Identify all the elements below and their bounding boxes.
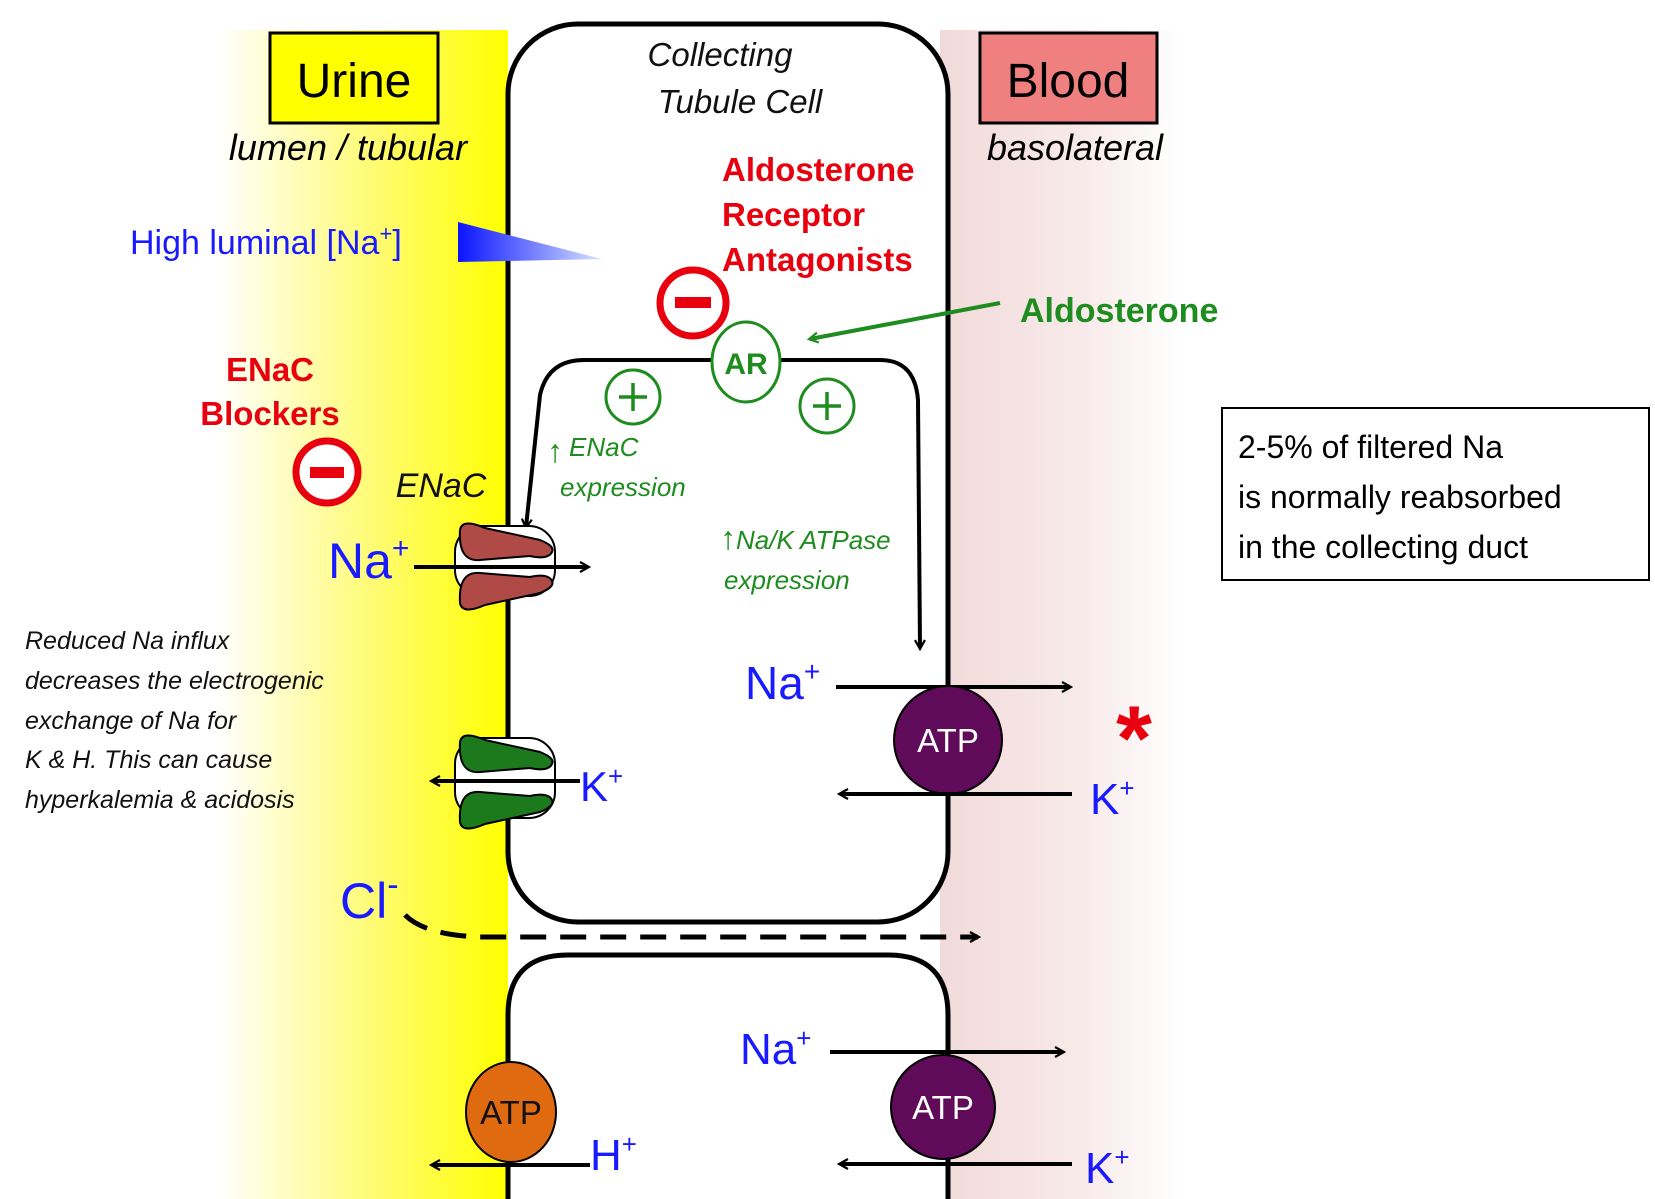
enac-channel bbox=[454, 522, 556, 611]
ara-minus-bar bbox=[675, 297, 711, 308]
aldosterone-receptor bbox=[710, 320, 782, 404]
enac-blockers-line1: ENaC bbox=[226, 351, 314, 388]
ar-to-enac-path bbox=[526, 358, 712, 527]
blood-region bbox=[940, 30, 1180, 1199]
info-box bbox=[1221, 407, 1650, 581]
blood-label: Blood bbox=[1007, 55, 1130, 108]
atpase-expression-arrow: ↑ bbox=[720, 520, 736, 556]
info-box-line3: in the collecting duct bbox=[1238, 529, 1528, 565]
urine-sublabel: lumen / tubular bbox=[229, 127, 469, 168]
enac-channel-label: ENaC bbox=[396, 467, 487, 505]
cell-title-line1: Collecting bbox=[648, 36, 794, 73]
na-entry-label: Na+ bbox=[328, 532, 409, 589]
asterisk-marker: * bbox=[1116, 688, 1152, 790]
lower-atpase-label: ATP bbox=[912, 1089, 974, 1126]
blood-sublabel: basolateral bbox=[987, 127, 1164, 168]
high-luminal-na-label: High luminal [Na+] bbox=[130, 221, 402, 262]
cl-label: Cl- bbox=[340, 866, 399, 929]
atpase-expression-line1: Na/K ATPase bbox=[736, 525, 891, 555]
aldosterone-arrow bbox=[810, 301, 1001, 339]
lower-k-label: K+ bbox=[1085, 1142, 1130, 1193]
ar-label: AR bbox=[724, 348, 768, 381]
ara-line3: Antagonists bbox=[722, 241, 913, 278]
urine-label: Urine bbox=[297, 55, 412, 108]
side-note-line5: hyperkalemia & acidosis bbox=[25, 786, 295, 814]
lower-na-k-atpase-pump bbox=[890, 1054, 996, 1160]
collecting-tubule-cell bbox=[505, 21, 951, 925]
enac-blockers-line2: Blockers bbox=[200, 395, 339, 432]
side-note-line2: decreases the electrogenic bbox=[25, 667, 324, 695]
ara-line1: Aldosterone bbox=[722, 151, 915, 188]
lower-na-label: Na+ bbox=[740, 1023, 811, 1074]
enac-expression-line2: expression bbox=[560, 472, 686, 502]
cl-paracellular-arrow bbox=[403, 913, 978, 937]
cell-title-line2: Tubule Cell bbox=[658, 83, 824, 120]
ar-to-atpase-path bbox=[780, 358, 920, 648]
na-gradient-triangle bbox=[458, 222, 602, 262]
enac-blocker-minus-bar bbox=[310, 467, 344, 478]
aldosterone-label: Aldosterone bbox=[1020, 292, 1218, 330]
atpase-expression-line2: expression bbox=[724, 565, 850, 595]
k-exit-label: K+ bbox=[580, 761, 623, 810]
h-atpase-pump bbox=[465, 1061, 557, 1163]
enac-expression-line1: ENaC bbox=[569, 432, 639, 462]
k-channel bbox=[454, 734, 556, 830]
h-ion-label: H+ bbox=[590, 1129, 637, 1180]
info-box-line2: is normally reabsorbed bbox=[1238, 479, 1562, 515]
side-note-line4: K & H. This can cause bbox=[25, 746, 272, 774]
ara-line2: Receptor bbox=[722, 196, 865, 233]
urine-label-box bbox=[268, 31, 440, 125]
atpase-pump-label: ATP bbox=[917, 722, 979, 759]
lower-tubule-cell bbox=[505, 952, 951, 1199]
urine-region bbox=[218, 30, 508, 1199]
blood-label-box bbox=[978, 31, 1159, 125]
info-box-line1: 2-5% of filtered Na bbox=[1238, 429, 1503, 465]
h-atpase-label: ATP bbox=[480, 1094, 542, 1131]
side-note-line1: Reduced Na influx bbox=[25, 627, 231, 655]
basolateral-na-label: Na+ bbox=[745, 656, 820, 709]
basolateral-k-label: K+ bbox=[1090, 773, 1135, 824]
side-note-line3: exchange of Na for bbox=[25, 707, 238, 735]
enac-expression-arrow: ↑ bbox=[547, 433, 563, 469]
